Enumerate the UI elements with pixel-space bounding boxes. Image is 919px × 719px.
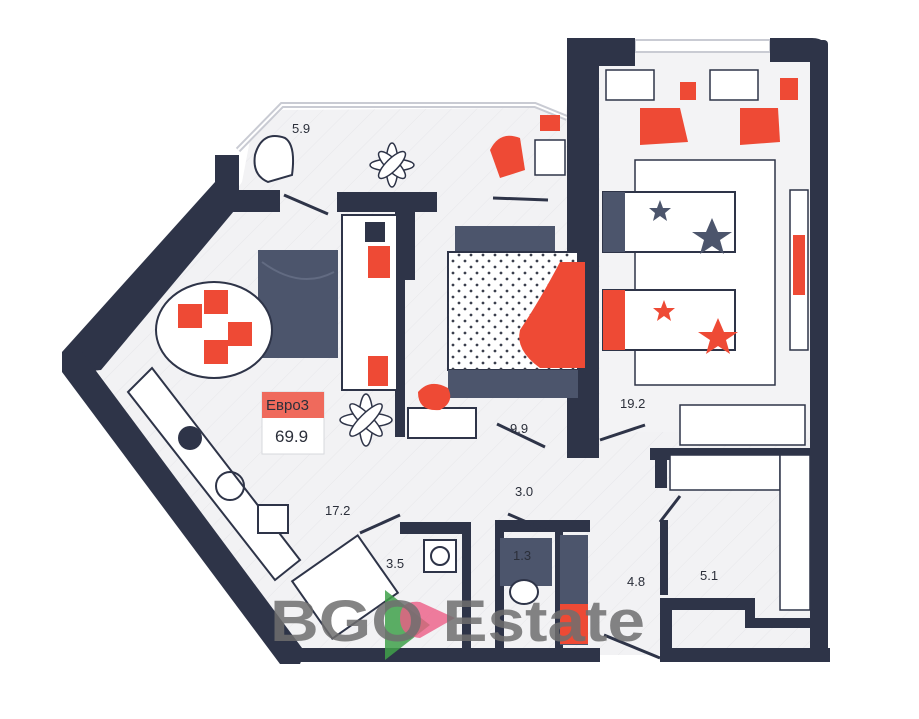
- area-label-wardrobe: 5.1: [700, 568, 718, 583]
- plant-icon: [369, 142, 415, 188]
- bathroom-fixtures: [290, 533, 588, 645]
- apartment-badge: Евро3 69.9: [261, 391, 325, 455]
- area-label-balcony: 5.9: [292, 121, 310, 136]
- watermark-logo-shape-icon: [400, 601, 455, 638]
- wardrobe-furniture: [669, 454, 811, 611]
- room-labels: 5.9 17.2 9.9 19.2 3.0 3.5 1.3 4.8 5.1: [292, 121, 718, 589]
- area-label-bathroom: 3.5: [386, 556, 404, 571]
- walls: [62, 38, 830, 664]
- area-label-toilet: 1.3: [513, 548, 531, 563]
- living-room-furniture: [126, 214, 398, 582]
- door-swings: [283, 193, 682, 660]
- area-label-kitchen-living: 17.2: [325, 503, 350, 518]
- kids-room-furniture: [602, 69, 809, 446]
- balcony-furniture: [253, 115, 566, 188]
- watermark: BGO Estate: [270, 589, 645, 660]
- bedroom-furniture: [407, 226, 585, 439]
- area-label-hallway: 3.0: [515, 484, 533, 499]
- area-label-kids-room: 19.2: [620, 396, 645, 411]
- watermark-text: BGO Estate: [270, 589, 645, 654]
- apartment-type-label: Евро3: [266, 397, 309, 414]
- area-label-storage: 4.8: [627, 574, 645, 589]
- apartment-total-area: 69.9: [275, 427, 308, 446]
- area-label-bedroom: 9.9: [510, 421, 528, 436]
- plant-icon: [339, 393, 393, 447]
